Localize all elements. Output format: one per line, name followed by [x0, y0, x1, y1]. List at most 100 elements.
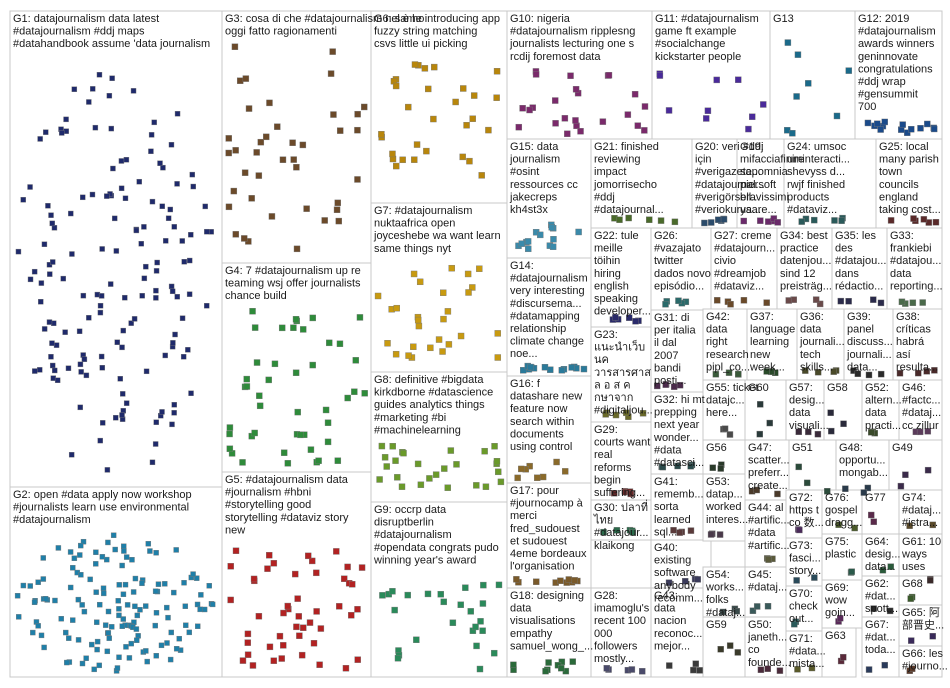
node-g19 [765, 218, 772, 225]
node-g2 [110, 532, 117, 538]
group-label-g22-line-4: hiring [594, 268, 621, 280]
node-g1 [80, 194, 86, 201]
group-label-g12-line-1: G12: 2019 [858, 13, 909, 25]
group-labels-layer: G1: datajournalism data latest#datajourn… [13, 13, 948, 673]
group-box-g22 [590, 227, 652, 328]
node-g9 [473, 642, 480, 650]
node-g7 [448, 264, 455, 272]
node-g7 [444, 308, 452, 315]
node-g2 [93, 549, 99, 555]
group-label-g37-line-4: new [750, 349, 770, 361]
group-label-g65-line-2: 部晋史... [902, 618, 944, 632]
node-g34 [812, 296, 820, 303]
node-g2 [75, 637, 82, 643]
group-label-g23-line-3: นค [594, 354, 609, 366]
group-label-g43-line-5: mejor... [654, 640, 690, 652]
node-g8 [497, 478, 505, 486]
node-g5 [293, 623, 300, 631]
group-label-g43-line-1: G43: [654, 590, 678, 602]
node-g3 [289, 139, 296, 146]
node-g2 [81, 608, 88, 615]
group-label-g9-line-4: #opendata congrats pudo [374, 542, 499, 554]
group-label-g50-line-1: G50: [748, 619, 772, 631]
node-g2 [35, 623, 41, 629]
node-g2 [194, 601, 201, 608]
node-g2 [101, 590, 107, 597]
node-g2 [80, 538, 87, 545]
node-g2 [116, 582, 122, 588]
node-g2 [183, 622, 189, 628]
node-g4 [336, 340, 344, 347]
node-g3 [335, 217, 343, 225]
node-g3 [253, 149, 260, 156]
group-label-g5-line-1: G5: #datajournalism data [225, 474, 349, 486]
group-label-g1-line-3: #datahandbook assume 'data journalism [13, 38, 210, 50]
node-g15 [525, 245, 532, 253]
node-g1 [63, 128, 69, 134]
node-g22 [632, 318, 639, 325]
node-g48 [860, 489, 868, 496]
node-g2 [123, 644, 129, 650]
group-label-g15-line-4: ressources cc [510, 179, 578, 191]
node-g3 [236, 77, 244, 84]
node-g1 [104, 193, 110, 199]
node-g2 [132, 603, 138, 610]
group-label-g16-line-5: documents [510, 428, 564, 440]
group-box-g42 [702, 308, 748, 381]
node-g5 [309, 557, 316, 565]
node-g5 [266, 551, 273, 559]
node-g5 [354, 606, 361, 613]
node-g1 [77, 404, 83, 411]
group-label-g15-line-6: kh4st3x [510, 204, 548, 216]
group-label-g16-line-3: feature now [510, 403, 568, 415]
node-g2 [128, 640, 134, 647]
node-g45 [753, 603, 761, 610]
group-label-g35-line-4: dans [835, 268, 859, 280]
node-g1 [162, 352, 168, 359]
node-g1 [49, 362, 56, 369]
node-g2 [96, 662, 102, 669]
node-g10 [577, 128, 584, 135]
node-g4 [256, 402, 264, 410]
node-g2 [164, 640, 170, 646]
node-g1 [120, 391, 126, 397]
node-g1 [86, 99, 92, 105]
node-g43 [666, 662, 673, 669]
group-label-g25-line-5: england [879, 191, 918, 203]
group-label-g21-line-1: G21: finished [594, 141, 659, 153]
node-g5 [284, 602, 291, 610]
group-label-g2-line-2: #journalists learn use environmental [13, 502, 189, 514]
node-g1 [167, 206, 174, 213]
node-g8 [400, 449, 407, 457]
node-g7 [392, 350, 400, 358]
node-g7 [405, 352, 412, 359]
group-label-g38-line-5: resulta... [896, 361, 938, 373]
node-g1 [168, 283, 175, 290]
node-g2 [55, 545, 62, 551]
group-label-g20-line-1: G20: veri #ddj [695, 141, 763, 153]
node-g21 [671, 218, 679, 226]
node-g3 [279, 156, 287, 163]
node-g8 [394, 474, 401, 481]
node-g1 [45, 203, 51, 209]
node-g2 [38, 632, 45, 639]
group-label-g29-line-3: real [594, 449, 612, 461]
node-g1 [27, 276, 34, 283]
group-label-g20-line-3: #verigazete... [695, 166, 761, 178]
node-g5 [294, 595, 301, 602]
node-g2 [198, 592, 204, 598]
group-label-g32-line-4: wonder... [653, 432, 699, 444]
group-label-g7-line-1: G7: #datajournalism [374, 205, 472, 217]
group-box-g53 [702, 473, 746, 542]
node-g8 [495, 468, 502, 476]
node-g7 [476, 265, 483, 272]
group-label-g23-line-5: ล อ ส ค [594, 379, 631, 391]
node-g5 [276, 632, 284, 640]
group-label-g27-line-3: civio [714, 255, 736, 267]
group-label-g9-line-2: disruptberlin [374, 517, 434, 529]
group-label-g5-line-3: #storytelling good [225, 499, 311, 511]
group-label-g24-line-1: G24: umsoc [787, 141, 847, 153]
node-g2 [134, 637, 140, 643]
node-g19 [774, 219, 781, 226]
group-label-g13-line-1: G13 [773, 13, 794, 25]
